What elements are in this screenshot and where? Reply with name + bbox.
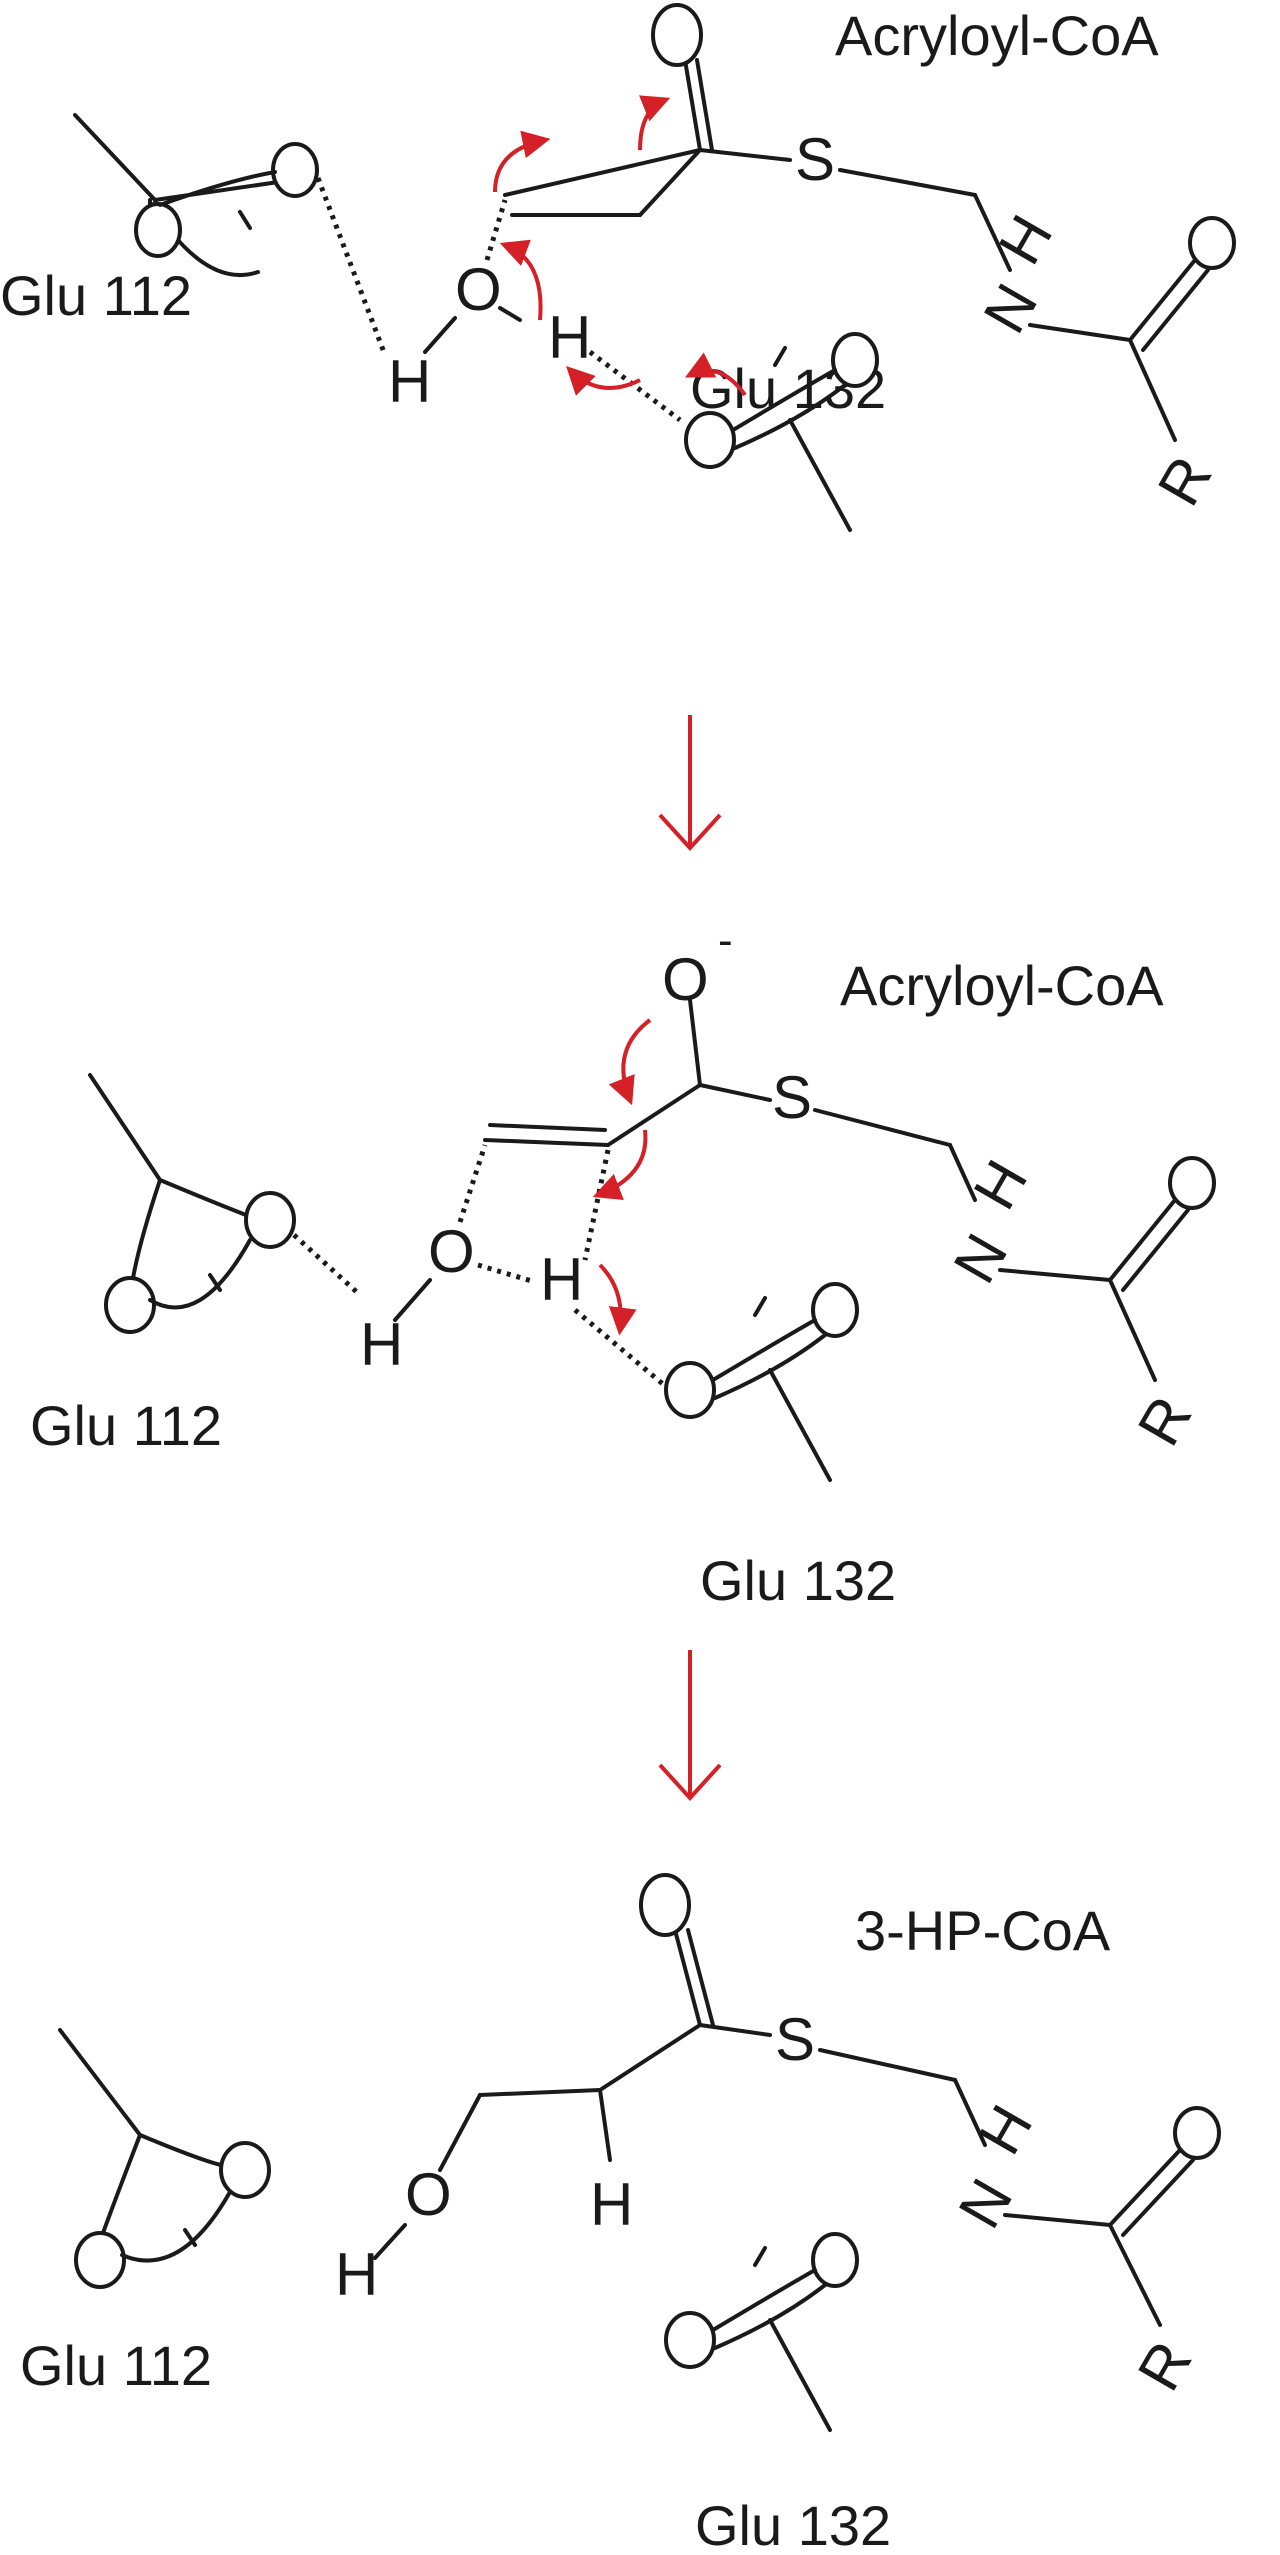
glu112-carboxylate [58, 2028, 271, 2289]
oxygen-atom-glu132-b [831, 332, 879, 388]
oxygen-atom-glu112-b [74, 2231, 126, 2289]
step-arrow-2 [658, 1650, 722, 1801]
oxygen-atom-glu132-a [664, 2311, 716, 2369]
sulfur-atom: S [772, 1064, 812, 1131]
hydroxyl-oxygen: O [405, 2161, 452, 2228]
oxygen-atom-glu132-b [811, 1282, 859, 1338]
electron-push-arrows [592, 1018, 652, 1336]
glu132-carboxylate [684, 332, 879, 532]
oxygen-atom-glu132-b [811, 2232, 859, 2288]
step-arrow-1 [658, 715, 722, 851]
water-molecule: O H H [315, 177, 682, 422]
water-hydrogen-right: H [548, 304, 591, 371]
nitrogen-atom: N [946, 2168, 1026, 2239]
amide-hydrogen: H [961, 1149, 1041, 1220]
enolate-charge: - [718, 916, 733, 965]
electron-push-arrows [493, 95, 747, 397]
oxygen-atom-glu112-b [134, 202, 182, 258]
panel-3: 3-HP-CoA Glu 112 Glu 132 O H H [20, 1873, 1221, 2555]
residue-label-glu112: Glu 112 [20, 2334, 212, 2397]
glu132-carboxylate [664, 1282, 859, 1482]
compound-label: 3-HP-CoA [855, 1899, 1111, 1962]
water-oxygen: O [428, 1218, 475, 1285]
oxygen-atom-glu112-b [104, 1276, 156, 1334]
residue-label-glu112: Glu 112 [30, 1394, 222, 1457]
water-hydrogen-left: H [388, 348, 431, 415]
residue-label-glu132: Glu 132 [700, 1549, 896, 1612]
amide-hydrogen: H [986, 204, 1066, 275]
panel-1: Acryloyl-CoA Glu 112 Glu 132 O H H [0, 3, 1236, 532]
water-hydrogen-left: H [360, 1311, 403, 1378]
oxygen-atom-glu112-a [271, 142, 319, 198]
amide-oxygen [1168, 1156, 1216, 1210]
compound-label: Acryloyl-CoA [835, 4, 1159, 67]
compound-label: Acryloyl-CoA [840, 954, 1164, 1017]
oxygen-atom-glu132-a [664, 1361, 716, 1419]
acryloyl-coa-structure: S N H R [503, 3, 1236, 516]
hydroxyl-group: O H [335, 2093, 482, 2308]
enolate-oxygen: O [662, 946, 709, 1013]
r-group: R [1145, 445, 1225, 516]
oxygen-atom-glu112-a [244, 1191, 296, 1249]
amide-oxygen [1188, 216, 1236, 270]
amide-hydrogen: H [966, 2094, 1046, 2165]
residue-label-glu132: Glu 132 [695, 2494, 891, 2550]
glu112-carboxylate [88, 1073, 362, 1334]
alpha-hydrogen: H [590, 2171, 633, 2238]
glu112-carboxylate [73, 113, 319, 278]
carbonyl-oxygen [651, 3, 703, 67]
nitrogen-atom: N [941, 1223, 1021, 1294]
r-group: R [1125, 2330, 1205, 2401]
nitrogen-atom: N [971, 273, 1051, 344]
water-molecule: O H H [360, 1144, 672, 1392]
residue-label-glu112: Glu 112 [0, 264, 192, 327]
sulfur-atom: S [775, 2006, 815, 2073]
carbonyl-oxygen [639, 1873, 691, 1937]
amide-oxygen [1173, 2106, 1221, 2160]
panel-2: Acryloyl-CoA Glu 112 Glu 132 O H H [30, 916, 1216, 1612]
sulfur-atom: S [795, 126, 835, 193]
r-group: R [1125, 1385, 1205, 1456]
oxygen-atom-glu112-a [219, 2141, 271, 2199]
water-oxygen: O [455, 256, 502, 323]
water-hydrogen-right: H [540, 1246, 583, 1313]
hydroxyl-hydrogen: H [335, 2241, 378, 2308]
glu132-carboxylate [664, 2232, 859, 2432]
oxygen-atom-glu132-a [684, 411, 736, 469]
